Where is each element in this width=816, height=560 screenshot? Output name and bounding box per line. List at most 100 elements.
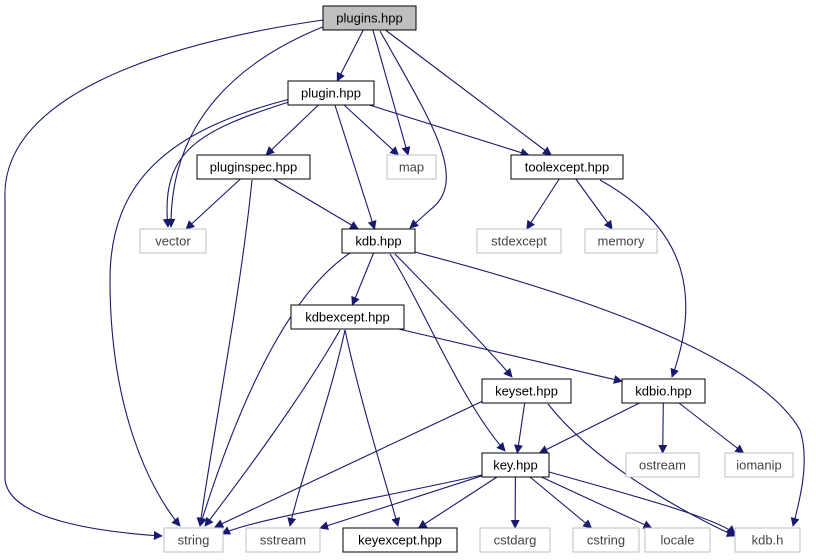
edge-key_hpp-to-cstring	[529, 476, 593, 529]
node-box	[481, 452, 550, 478]
edge-plugin_hpp-to-pluginspec_hpp	[265, 104, 319, 156]
edge-kdb_hpp-to-keyset_hpp	[394, 253, 513, 378]
edge-key_hpp-to-sstream	[319, 475, 483, 530]
node-label: memory	[598, 233, 645, 248]
node-kdb_hpp[interactable]: kdb.hpp	[341, 228, 416, 254]
node-vector: vector	[139, 228, 207, 254]
node-iomanip: iomanip	[724, 452, 794, 478]
edges	[4, 19, 805, 540]
node-box	[245, 527, 321, 553]
node-box	[572, 527, 640, 553]
node-box	[322, 5, 417, 31]
node-box	[621, 378, 706, 404]
edge-kdb_hpp-to-kdb_h	[414, 251, 805, 527]
node-kdbexcept_hpp[interactable]: kdbexcept.hpp	[290, 304, 405, 330]
node-label: plugin.hpp	[301, 85, 361, 100]
edge-key_hpp-to-kdb_h	[548, 471, 736, 535]
edge-kdbexcept_hpp-to-kdbio_hpp	[398, 328, 623, 384]
node-box	[476, 228, 562, 254]
node-box	[479, 527, 551, 553]
node-label: iomanip	[736, 457, 782, 472]
edge-kdbio_hpp-to-ostream	[658, 402, 668, 454]
edge-key_hpp-to-locale	[541, 476, 653, 529]
node-box	[734, 527, 801, 553]
node-label: cstring	[587, 532, 625, 547]
node-box	[290, 304, 405, 330]
node-stdexcept: stdexcept	[476, 228, 562, 254]
edge-toolexcept_hpp-to-memory	[575, 178, 613, 230]
edge-keyset_hpp-to-string	[214, 399, 486, 528]
node-box	[287, 80, 375, 106]
node-box	[644, 527, 711, 553]
node-kdbio_hpp[interactable]: kdbio.hpp	[621, 378, 706, 404]
edge-plugins_hpp-to-string	[4, 19, 324, 540]
node-toolexcept_hpp[interactable]: toolexcept.hpp	[510, 154, 624, 180]
node-box	[724, 452, 794, 478]
edge-plugin_hpp-to-string	[109, 98, 291, 527]
node-plugins_hpp[interactable]: plugins.hpp	[322, 5, 417, 31]
node-label: kdbexcept.hpp	[305, 309, 390, 324]
node-label: plugins.hpp	[336, 10, 403, 25]
node-box	[342, 527, 458, 553]
edge-kdbexcept_hpp-to-sstream	[287, 329, 346, 527]
node-string: string	[163, 527, 224, 553]
node-label: keyset.hpp	[495, 383, 558, 398]
edge-kdbio_hpp-to-key_hpp	[538, 402, 640, 454]
node-label: map	[399, 159, 424, 174]
node-map: map	[386, 154, 437, 180]
node-box	[481, 378, 572, 404]
node-pluginspec_hpp[interactable]: pluginspec.hpp	[196, 154, 311, 180]
node-label: pluginspec.hpp	[210, 159, 297, 174]
edge-key_hpp-to-string	[221, 474, 483, 535]
node-label: string	[178, 532, 210, 547]
edge-kdb_hpp-to-kdbexcept_hpp	[351, 252, 375, 306]
node-label: kdbio.hpp	[635, 383, 691, 398]
edge-plugins_hpp-to-map	[372, 29, 411, 156]
edge-kdbio_hpp-to-iomanip	[678, 402, 745, 454]
node-label: kdb.hpp	[355, 233, 401, 248]
node-keyset_hpp[interactable]: keyset.hpp	[481, 378, 572, 404]
node-key_hpp[interactable]: key.hpp	[481, 452, 550, 478]
edge-plugins_hpp-to-toolexcept_hpp	[385, 29, 552, 156]
node-label: cstdarg	[494, 532, 537, 547]
edge-pluginspec_hpp-to-string	[196, 179, 253, 527]
node-plugin_hpp[interactable]: plugin.hpp	[287, 80, 375, 106]
node-label: locale	[661, 532, 695, 547]
edge-plugin_hpp-to-toolexcept_hpp	[369, 104, 530, 157]
edge-plugin_hpp-to-kdb_hpp	[334, 104, 377, 230]
node-box	[196, 154, 311, 180]
node-kdb_h: kdb.h	[734, 527, 801, 553]
edge-plugins_hpp-to-vector	[166, 25, 326, 228]
node-box	[341, 228, 416, 254]
edge-toolexcept_hpp-to-kdbio_hpp	[599, 179, 687, 378]
node-sstream: sstream	[245, 527, 321, 553]
node-box	[510, 154, 624, 180]
edge-plugin_hpp-to-vector	[162, 100, 293, 228]
node-box	[625, 452, 700, 478]
node-keyexcept_hpp[interactable]: keyexcept.hpp	[342, 527, 458, 553]
node-cstring: cstring	[572, 527, 640, 553]
node-ostream: ostream	[625, 452, 700, 478]
edge-plugin_hpp-to-map	[343, 104, 400, 156]
node-box	[584, 228, 658, 254]
node-box	[163, 527, 224, 553]
node-box	[139, 228, 207, 254]
node-memory: memory	[584, 228, 658, 254]
node-box	[386, 154, 437, 180]
edge-keyset_hpp-to-kdb_h	[547, 403, 736, 537]
edge-keyset_hpp-to-key_hpp	[514, 402, 526, 454]
edge-plugins_hpp-to-kdb_hpp	[379, 30, 447, 229]
node-cstdarg: cstdarg	[479, 527, 551, 553]
edge-kdb_hpp-to-string	[198, 252, 351, 527]
edge-kdbexcept_hpp-to-keyexcept_hpp	[344, 329, 401, 527]
edge-kdbexcept_hpp-to-string	[204, 329, 341, 527]
edge-plugins_hpp-to-plugin_hpp	[336, 29, 364, 82]
edge-pluginspec_hpp-to-kdb_hpp	[273, 178, 359, 230]
node-label: kdb.h	[752, 532, 784, 547]
node-label: toolexcept.hpp	[525, 159, 610, 174]
node-label: vector	[155, 233, 191, 248]
node-label: stdexcept	[491, 233, 547, 248]
node-label: key.hpp	[493, 457, 538, 472]
node-label: ostream	[639, 457, 686, 472]
